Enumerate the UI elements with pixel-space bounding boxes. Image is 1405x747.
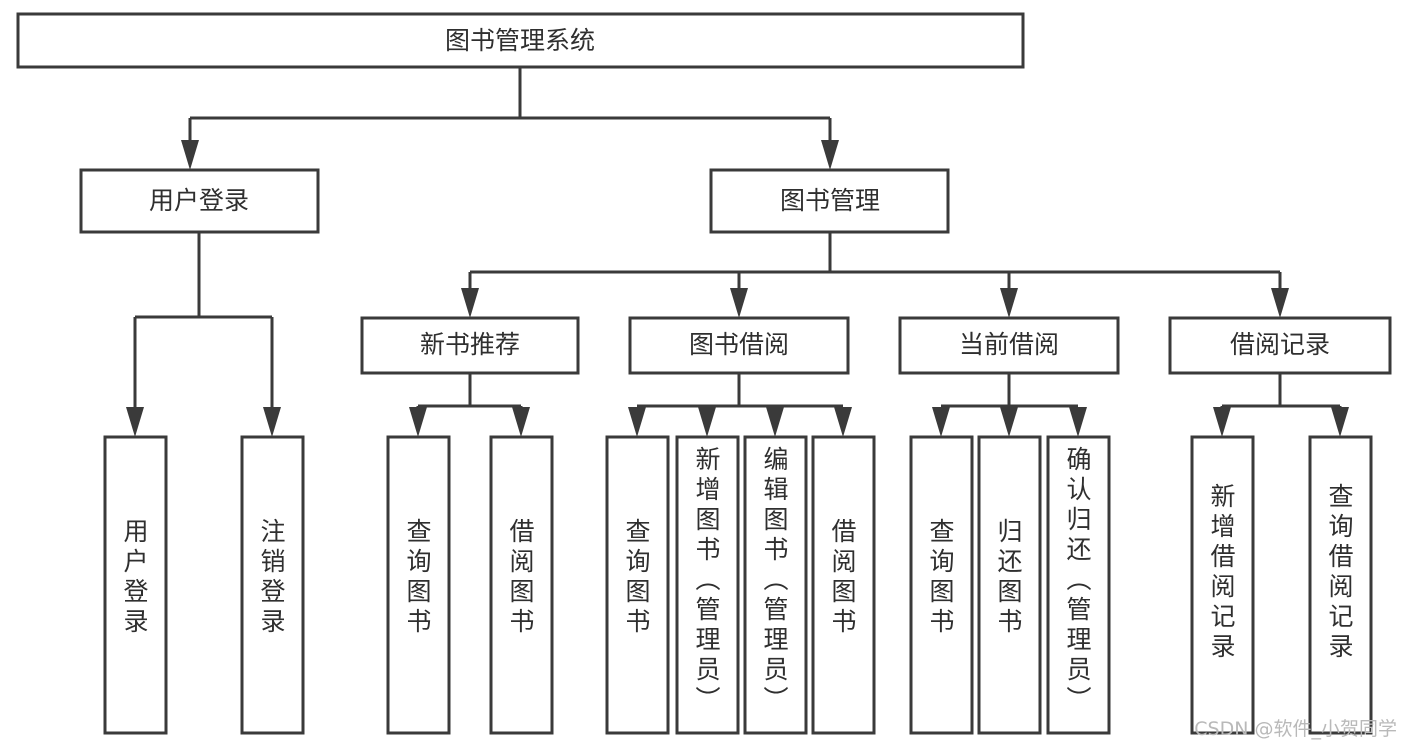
node-leaf-borrow-book-1-label: 借阅图书 — [509, 517, 534, 636]
arrowhead-leaf-query-book-2 — [628, 407, 646, 437]
node-book-manage[interactable]: 图书管理 — [709, 168, 950, 234]
node-user-login-label: 用户登录 — [149, 186, 249, 215]
node-leaf-query-book-2-box[interactable] — [605, 435, 670, 735]
node-leaf-query-record-box[interactable] — [1308, 435, 1373, 735]
arrowhead-leaf-add-book — [698, 407, 716, 437]
node-leaf-borrow-book-1[interactable]: 借阅图书 — [489, 435, 554, 735]
node-leaf-confirm-return-box[interactable] — [1046, 435, 1111, 735]
node-new-book-recommend-box[interactable] — [360, 316, 580, 375]
node-borrow-record-label: 借阅记录 — [1230, 330, 1330, 359]
node-leaf-return-book-box[interactable] — [977, 435, 1042, 735]
node-leaf-return-book-label: 归还图书 — [997, 517, 1022, 636]
node-current-borrow-label: 当前借阅 — [959, 330, 1059, 359]
arrowhead-leaf-add-record — [1213, 407, 1231, 437]
node-leaf-query-record-label: 查询借阅记录 — [1328, 482, 1353, 661]
arrowhead-user-login — [181, 140, 199, 170]
node-leaf-confirm-return[interactable]: 确认归还︵管理员︶ — [1046, 435, 1111, 735]
node-leaf-confirm-return-label: 确认归还︵管理员︶ — [1066, 445, 1091, 714]
node-leaf-user-login-box[interactable] — [103, 435, 168, 735]
node-root[interactable]: 图书管理系统 — [16, 12, 1025, 69]
node-root-label: 图书管理系统 — [445, 26, 595, 55]
arrowhead-leaf-user-login — [126, 407, 144, 437]
node-leaf-logout-login-label: 注销登录 — [260, 517, 285, 636]
node-leaf-logout-login-box[interactable] — [240, 435, 305, 735]
node-leaf-query-book-3-box[interactable] — [909, 435, 974, 735]
arrowhead-borrow-record — [1271, 288, 1289, 318]
arrowhead-leaf-logout-login — [263, 407, 281, 437]
edge-layer — [126, 67, 1349, 437]
node-leaf-user-login-label: 用户登录 — [123, 517, 148, 636]
node-leaf-add-record-box[interactable] — [1190, 435, 1255, 735]
arrowhead-leaf-edit-book — [766, 407, 784, 437]
node-leaf-query-book-1-box[interactable] — [386, 435, 451, 735]
node-leaf-edit-book-label: 编辑图书︵管理员︶ — [763, 445, 788, 714]
arrowhead-leaf-query-book-1 — [409, 407, 427, 437]
watermark-text: CSDN @软件_小贺同学 — [1194, 718, 1397, 740]
node-user-login[interactable]: 用户登录 — [79, 168, 320, 234]
node-new-book-recommend[interactable]: 新书推荐 — [360, 316, 580, 375]
node-leaf-query-record[interactable]: 查询借阅记录 — [1308, 435, 1373, 735]
arrowhead-leaf-borrow-book-2 — [834, 407, 852, 437]
node-leaf-add-record-label: 新增借阅记录 — [1210, 482, 1235, 661]
node-leaf-edit-book-box[interactable] — [743, 435, 808, 735]
node-leaf-query-book-3-label: 查询图书 — [929, 517, 954, 636]
node-leaf-return-book[interactable]: 归还图书 — [977, 435, 1042, 735]
arrowhead-leaf-query-book-3 — [932, 407, 950, 437]
node-leaf-borrow-book-2-box[interactable] — [811, 435, 876, 735]
node-leaf-borrow-book-2[interactable]: 借阅图书 — [811, 435, 876, 735]
arrowhead-leaf-confirm-return — [1069, 407, 1087, 437]
node-borrow-record[interactable]: 借阅记录 — [1168, 316, 1392, 375]
arrowhead-book-manage — [821, 140, 839, 170]
node-leaf-add-book-box[interactable] — [675, 435, 740, 735]
node-leaf-add-record[interactable]: 新增借阅记录 — [1190, 435, 1255, 735]
node-leaf-query-book-2-label: 查询图书 — [625, 517, 650, 636]
arrowhead-book-borrow — [730, 288, 748, 318]
node-user-login-box[interactable] — [79, 168, 320, 234]
node-leaf-add-book[interactable]: 新增图书︵管理员︶ — [675, 435, 740, 735]
node-new-book-recommend-label: 新书推荐 — [420, 330, 520, 359]
arrowhead-leaf-return-book — [1000, 407, 1018, 437]
node-leaf-user-login[interactable]: 用户登录 — [103, 435, 168, 735]
arrowhead-current-borrow — [1000, 288, 1018, 318]
node-leaf-query-book-1[interactable]: 查询图书 — [386, 435, 451, 735]
node-leaf-borrow-book-2-label: 借阅图书 — [831, 517, 856, 636]
node-book-borrow[interactable]: 图书借阅 — [628, 316, 850, 375]
node-root-box[interactable] — [16, 12, 1025, 69]
node-leaf-query-book-1-label: 查询图书 — [406, 517, 431, 636]
node-leaf-borrow-book-1-box[interactable] — [489, 435, 554, 735]
node-leaf-edit-book[interactable]: 编辑图书︵管理员︶ — [743, 435, 808, 735]
arrowhead-leaf-borrow-book-1 — [512, 407, 530, 437]
node-current-borrow[interactable]: 当前借阅 — [898, 316, 1120, 375]
node-leaf-logout-login[interactable]: 注销登录 — [240, 435, 305, 735]
node-book-manage-label: 图书管理 — [780, 186, 880, 215]
node-book-borrow-label: 图书借阅 — [689, 330, 789, 359]
node-leaf-query-book-3[interactable]: 查询图书 — [909, 435, 974, 735]
node-leaf-query-book-2[interactable]: 查询图书 — [605, 435, 670, 735]
arrowhead-leaf-query-record — [1331, 407, 1349, 437]
node-book-manage-box[interactable] — [709, 168, 950, 234]
node-leaf-add-book-label: 新增图书︵管理员︶ — [695, 445, 720, 714]
arrowhead-new-book-recommend — [461, 288, 479, 318]
node-current-borrow-box[interactable] — [898, 316, 1120, 375]
node-book-borrow-box[interactable] — [628, 316, 850, 375]
node-borrow-record-box[interactable] — [1168, 316, 1392, 375]
